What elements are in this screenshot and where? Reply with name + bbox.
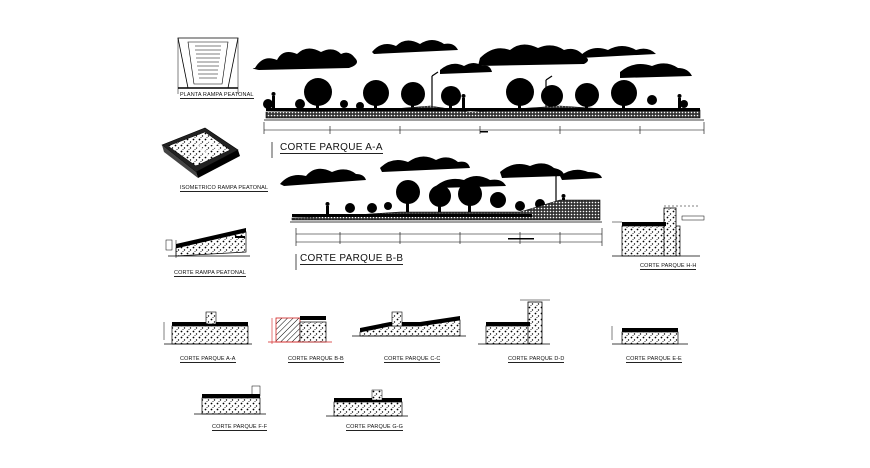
corte-hh-drawing [612, 205, 705, 257]
planta-rampa-drawing [177, 37, 239, 94]
label-corte-bb-small: CORTE PARQUE B-B [288, 356, 344, 363]
label-corte-rampa: CORTE RAMPA PEATONAL [174, 270, 246, 277]
label-corte-aa-small: CORTE PARQUE A-A [180, 356, 236, 363]
label-corte-ff-small: CORTE PARQUE F-F [212, 424, 268, 431]
corte-cc-small-drawing [352, 311, 466, 337]
label-corte-hh: CORTE PARQUE H-H [640, 263, 697, 270]
corte-aa-small-drawing [163, 311, 252, 345]
label-corte-ee-small: CORTE PARQUE E-E [626, 356, 682, 363]
corte-parque-bb-main [280, 156, 603, 270]
label-corte-dd-small: CORTE PARQUE D-D [508, 356, 565, 363]
title-corte-parque-aa: CORTE PARQUE A-A [280, 142, 383, 154]
isometrico-rampa-drawing [161, 127, 240, 178]
corte-parque-aa-main [252, 40, 705, 158]
corte-rampa-drawing [165, 228, 250, 258]
label-corte-gg-small: CORTE PARQUE G-G [346, 424, 404, 431]
title-corte-parque-bb: CORTE PARQUE B-B [300, 253, 404, 265]
label-planta-rampa: PLANTA RAMPA PEATONAL [180, 92, 254, 99]
corte-bb-small-drawing [268, 316, 332, 344]
label-corte-cc-small: CORTE PARQUE C-C [384, 356, 441, 363]
corte-ee-small-drawing [611, 326, 688, 345]
corte-gg-small-drawing [326, 389, 408, 417]
corte-ff-small-drawing [194, 385, 266, 415]
label-isometrico-rampa: ISOMETRICO RAMPA PEATONAL [180, 185, 269, 192]
corte-dd-small-drawing [478, 299, 550, 345]
